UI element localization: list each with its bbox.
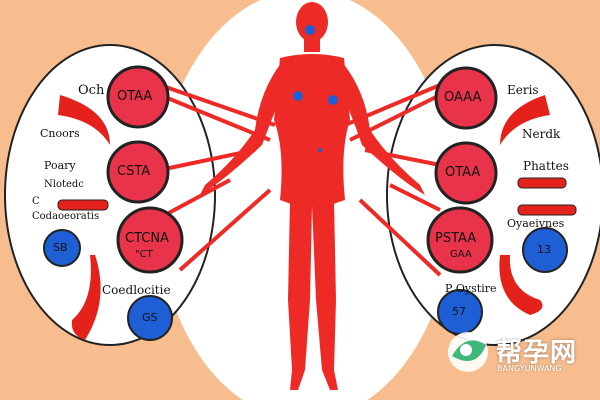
left-node-3-subtext: "CT [135,249,153,260]
right-bar-2 [517,204,577,216]
leaf-circle-icon [448,332,488,372]
right-swoosh-bottom [499,255,543,315]
right-node-1[interactable] [434,66,498,130]
left-node-2-text: CSTA [117,164,151,179]
left-label-sixth: Codaoeoratis [32,211,100,222]
left-connectors [159,83,276,272]
left-badge-sb[interactable] [43,229,81,267]
right-bar-1 [517,177,567,189]
right-label-fourth: Oyaeivnes [507,217,565,230]
right-label-fifth: P Oystire [445,282,497,295]
left-label-seventh: Coedlocitie [102,283,171,297]
chest-dot-right [328,95,338,105]
left-node-1[interactable] [106,65,170,129]
left-node-2[interactable] [106,140,170,204]
left-badge-gs-text: GS [142,311,158,324]
left-label-third: Poary [44,159,76,172]
left-node-3[interactable] [116,206,184,274]
left-label-fourth: Nlotedc [44,179,84,190]
right-node-3-text: PSTAA [435,231,477,246]
head-dot [305,25,315,35]
left-node-3-text: CTCNA [125,231,169,246]
navel-dot [318,148,322,152]
chest-dot-left [293,91,303,101]
right-label-top: Eeris [507,83,539,97]
left-label-fifth: C [32,196,40,207]
left-swoosh-top [58,95,110,145]
left-label-second: Cnoors [40,127,80,140]
right-badge-13[interactable] [522,227,568,273]
left-swoosh-bottom [71,255,101,340]
right-node-3-subtext: GAA [450,249,472,260]
right-badge-13-text: 13 [537,243,551,256]
human-body [200,2,425,390]
left-node-1-text: OTAA [117,89,153,104]
left-badge-gs[interactable] [127,295,173,341]
watermark-title: 帮孕网 [496,338,578,368]
right-badge-57-text: 57 [452,305,466,318]
left-label-top: Och [78,83,105,98]
right-node-3[interactable] [426,206,494,274]
left-badge-sb-text: SB [53,241,68,254]
left-bar [57,199,109,211]
right-swoosh-top [500,95,550,145]
watermark-subtitle: BANGYUNWANG [497,364,562,373]
right-label-second: Nerdk [522,127,561,141]
right-node-2[interactable] [434,141,498,205]
right-node-2-text: OTAA [445,165,481,180]
right-label-third: Phattes [523,159,569,173]
right-node-1-text: OAAA [444,90,482,105]
